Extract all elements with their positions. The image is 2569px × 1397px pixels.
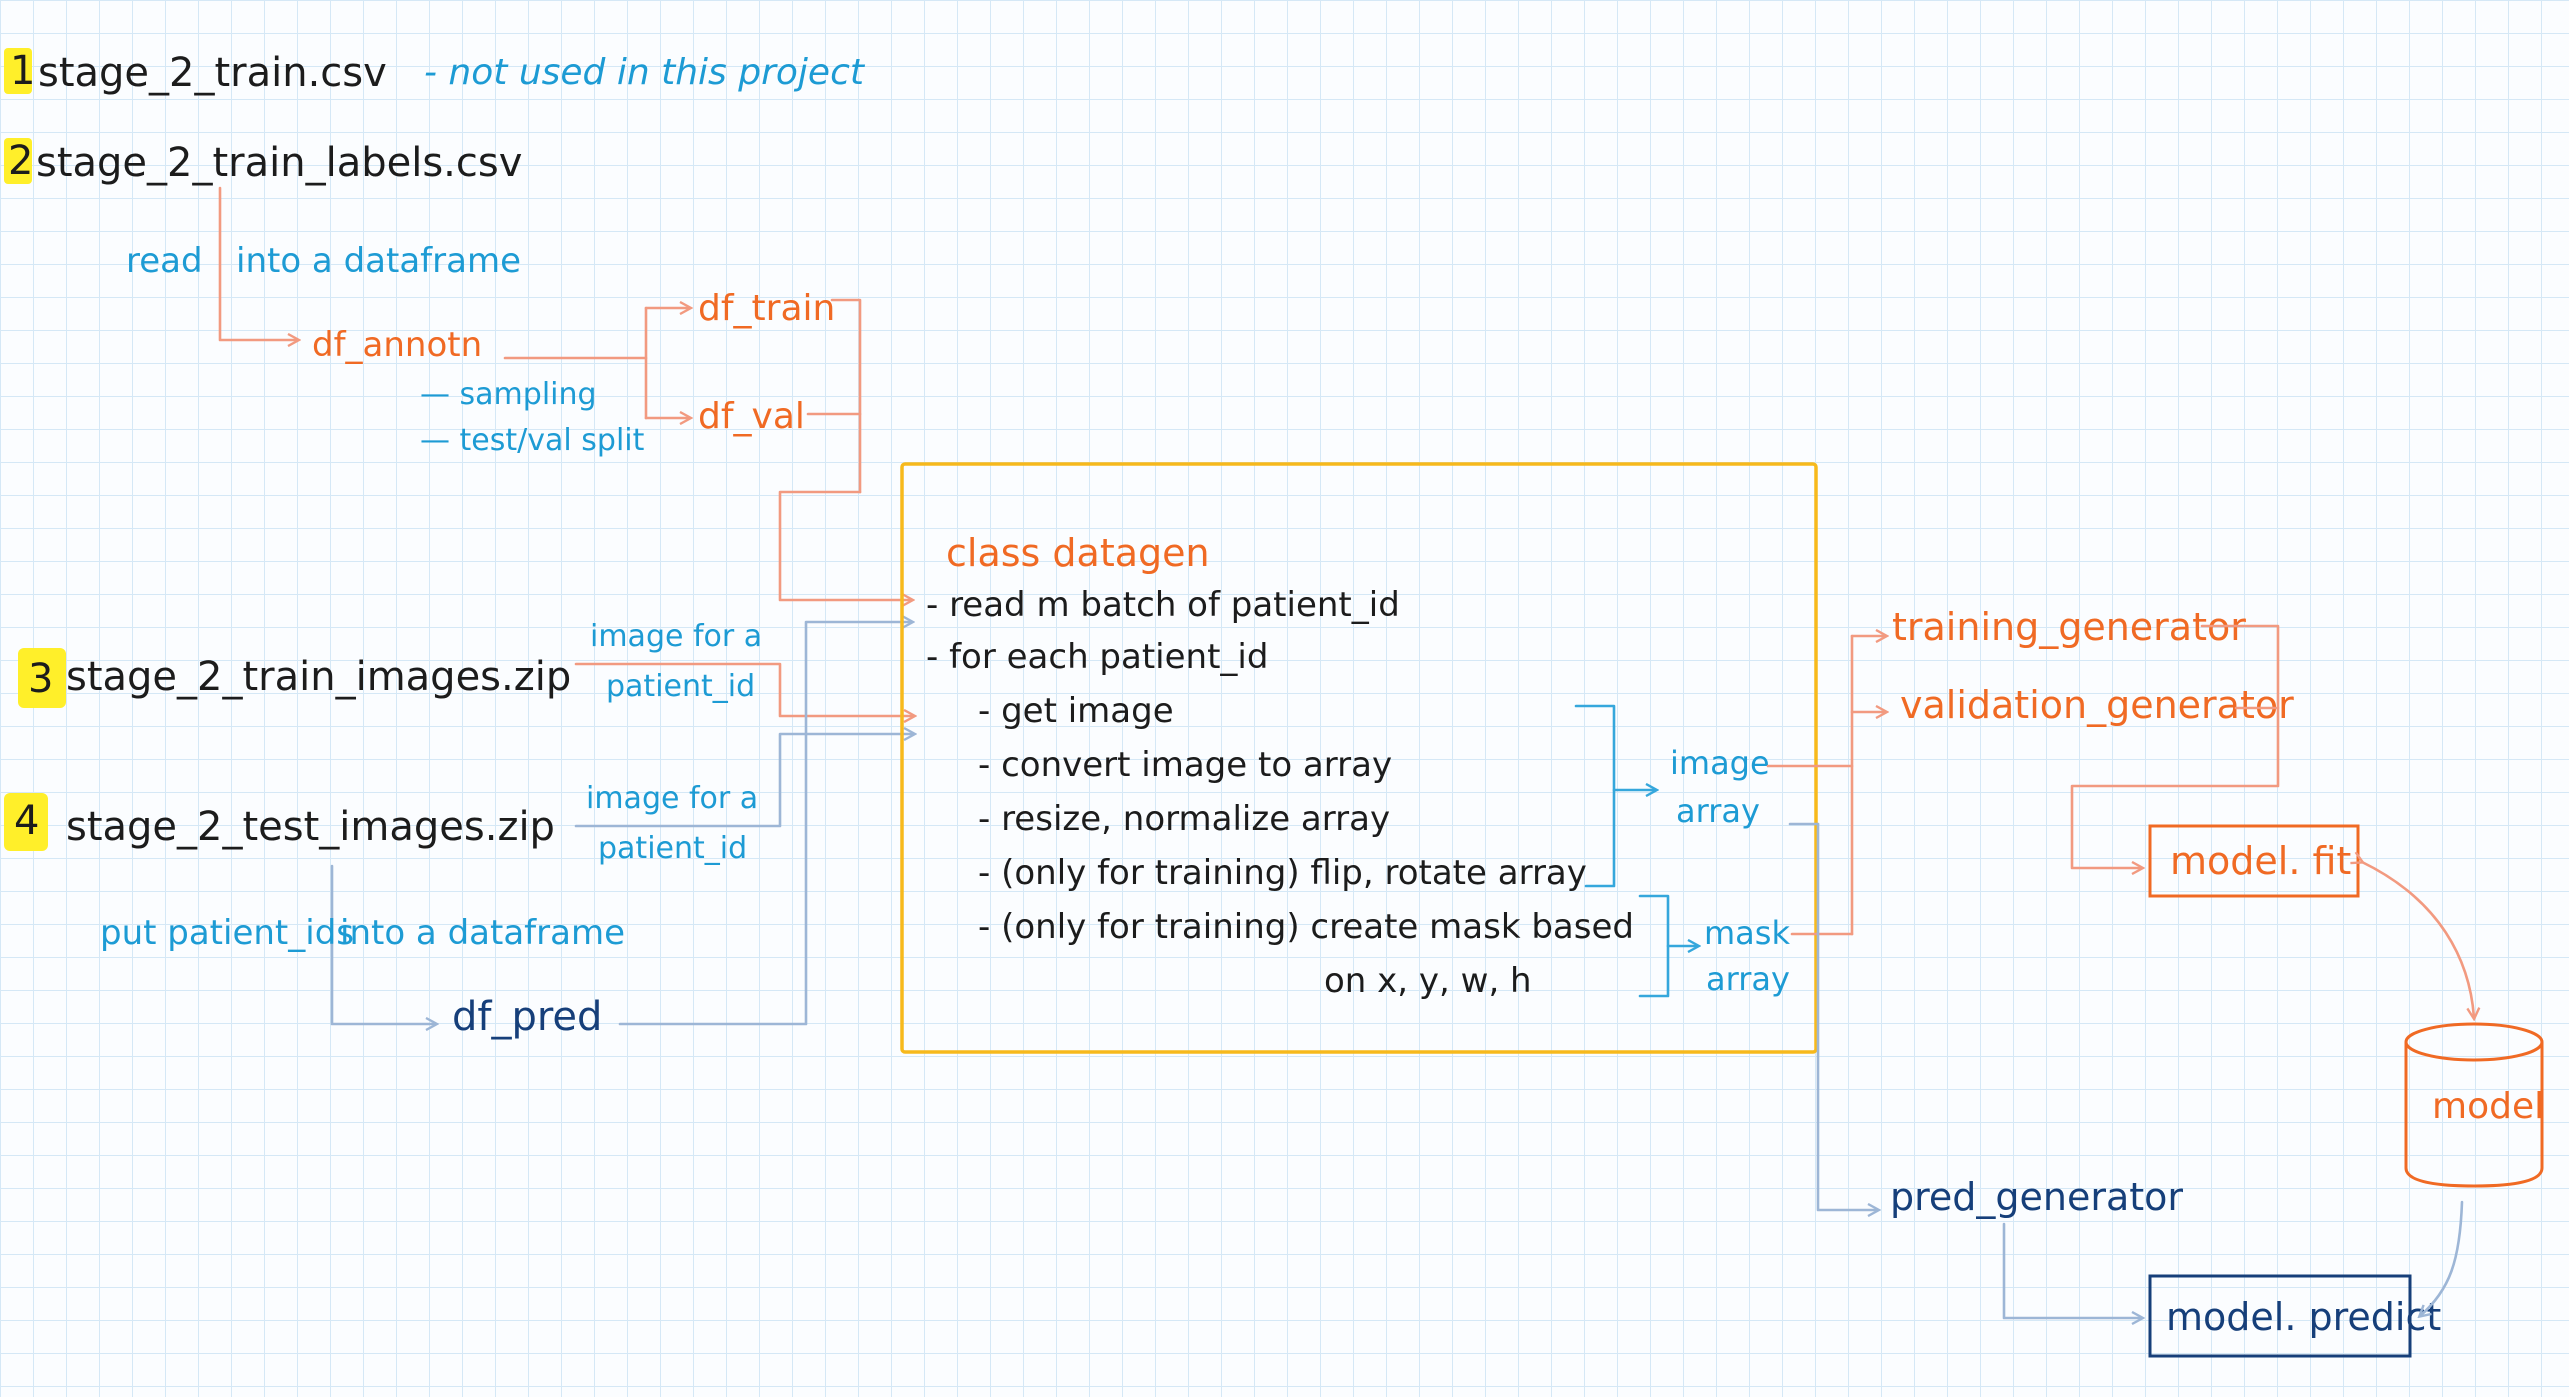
node-pred-generator: pred_generator bbox=[1890, 1175, 2183, 1219]
node-df-annotn: df_annotn bbox=[312, 325, 482, 365]
arrow-pred-generator-to-model-predict bbox=[2002, 1222, 2142, 1318]
label-patient-id-test: patient_id bbox=[598, 831, 747, 866]
node-df-train: df_train bbox=[698, 288, 835, 329]
node-validation-generator: validation_generator bbox=[1900, 683, 2294, 727]
file-number-3: 3 bbox=[28, 656, 53, 702]
node-df-val: df_val bbox=[698, 396, 805, 437]
file-stage-2-train-csv: stage_2_train.csv bbox=[38, 50, 387, 96]
bracket-image bbox=[1574, 704, 1616, 888]
datagen-step-2: - for each patient_id bbox=[926, 637, 1268, 677]
file-stage-2-test-images-zip: stage_2_test_images.zip bbox=[66, 804, 555, 850]
highlight-1 bbox=[4, 48, 32, 94]
node-model-fit: model. fit bbox=[2170, 839, 2351, 883]
file-number-2: 2 bbox=[8, 138, 33, 184]
label-mask-array: array bbox=[1706, 960, 1790, 998]
arrow-test-images-to-datagen bbox=[574, 734, 914, 828]
file-stage-2-train-images-zip: stage_2_train_images.zip bbox=[66, 654, 571, 700]
datagen-title: class datagen bbox=[946, 531, 1210, 575]
arrow-model-to-model-predict bbox=[2420, 1200, 2464, 1316]
line-df-train-out bbox=[830, 298, 862, 494]
arrow-generators-to-model-fit bbox=[2070, 624, 2280, 868]
datagen-step-1: - read m batch of patient_id bbox=[926, 585, 1400, 625]
label-image: image bbox=[1670, 744, 1770, 782]
datagen-step-6: - (only for training) flip, rotate array bbox=[978, 853, 1587, 893]
datagen-step-8: on x, y, w, h bbox=[1324, 961, 1532, 1001]
node-training-generator: training_generator bbox=[1892, 605, 2246, 649]
arrow-train-images-to-datagen bbox=[574, 662, 914, 716]
label-into-a-dataframe-test: into a dataframe bbox=[340, 913, 625, 953]
file-number-4: 4 bbox=[14, 798, 39, 844]
label-image-array: array bbox=[1676, 792, 1760, 830]
label-into-a-dataframe: into a dataframe bbox=[236, 241, 521, 281]
highlight-4 bbox=[4, 793, 48, 851]
label-test-val-split: — test/val split bbox=[420, 423, 645, 458]
highlight-2 bbox=[4, 138, 32, 184]
model-predict-box[interactable] bbox=[2148, 1274, 2412, 1358]
arrow-to-pred-generator bbox=[1816, 822, 1878, 1210]
node-df-pred: df_pred bbox=[452, 994, 602, 1040]
datagen-box bbox=[900, 462, 1818, 1054]
node-model: model bbox=[2432, 1086, 2544, 1127]
bracket-mask bbox=[1638, 894, 1670, 998]
file-note-not-used: - not used in this project bbox=[424, 52, 866, 93]
datagen-step-7: - (only for training) create mask based bbox=[978, 907, 1634, 947]
model-cylinder-body bbox=[2404, 1042, 2544, 1188]
label-patient-id-train: patient_id bbox=[606, 669, 755, 704]
label-read: read bbox=[126, 241, 203, 281]
model-cylinder-top bbox=[2404, 1022, 2544, 1062]
datagen-step-3: - get image bbox=[978, 691, 1174, 731]
arrow-labels-to-df-annotn bbox=[218, 186, 298, 340]
label-mask: mask bbox=[1704, 914, 1790, 952]
label-sampling: — sampling bbox=[420, 377, 597, 412]
arrow-df-pred-to-datagen bbox=[618, 622, 912, 1026]
file-stage-2-train-labels-csv: stage_2_train_labels.csv bbox=[36, 140, 522, 186]
highlight-3 bbox=[18, 648, 66, 708]
arrow-model-fit-model bbox=[2362, 862, 2474, 1018]
label-image-for-a-train: image for a bbox=[590, 619, 762, 654]
arrow-train-val-to-datagen bbox=[778, 490, 912, 600]
node-model-predict: model. predict bbox=[2166, 1295, 2441, 1339]
datagen-step-4: - convert image to array bbox=[978, 745, 1392, 785]
arrow-test-images-to-df-pred bbox=[330, 864, 436, 1024]
label-image-for-a-test: image for a bbox=[586, 781, 758, 816]
file-number-1: 1 bbox=[10, 48, 35, 94]
label-put-patient-ids: put patient_ids bbox=[100, 913, 354, 953]
datagen-step-5: - resize, normalize array bbox=[978, 799, 1390, 839]
